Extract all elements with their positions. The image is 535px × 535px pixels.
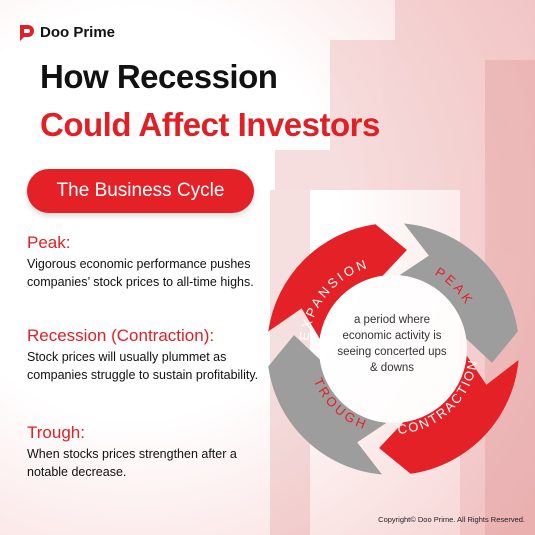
doo-prime-logo-icon	[20, 24, 34, 41]
contraction-segment	[379, 355, 519, 474]
title-line-2: Could Affect Investors	[40, 106, 380, 143]
section-trough: Trough: When stocks prices strengthen af…	[27, 423, 262, 481]
section-body: Vigorous economic performance pushes com…	[27, 257, 254, 289]
section-body: When stocks prices strengthen after a no…	[27, 447, 237, 479]
cycle-center	[319, 275, 467, 423]
section-recession: Recession (Contraction): Stock prices wi…	[27, 326, 262, 384]
section-body: Stock prices will usually plummet as com…	[27, 350, 259, 382]
title-line-1: How Recession	[40, 58, 278, 95]
cycle-center-text: a period where economic activity is seei…	[337, 314, 447, 374]
section-heading: Recession (Contraction):	[27, 326, 215, 345]
business-cycle-pill: The Business Cycle	[27, 169, 254, 213]
peak-segment	[399, 223, 518, 363]
section-heading: Trough:	[27, 423, 85, 442]
expansion-segment	[268, 224, 407, 339]
business-cycle-diagram: EXPANSION PEAK CONTRACTION TROUGH	[268, 223, 519, 475]
brand-name: Doo Prime	[40, 24, 116, 41]
trough-segment	[268, 335, 387, 475]
section-heading: Peak:	[27, 233, 71, 252]
section-peak: Peak: Vigorous economic performance push…	[27, 233, 262, 291]
copyright-notice: Copyright© Doo Prime. All Rights Reserve…	[378, 515, 525, 524]
brand-logo: Doo Prime	[20, 24, 115, 41]
